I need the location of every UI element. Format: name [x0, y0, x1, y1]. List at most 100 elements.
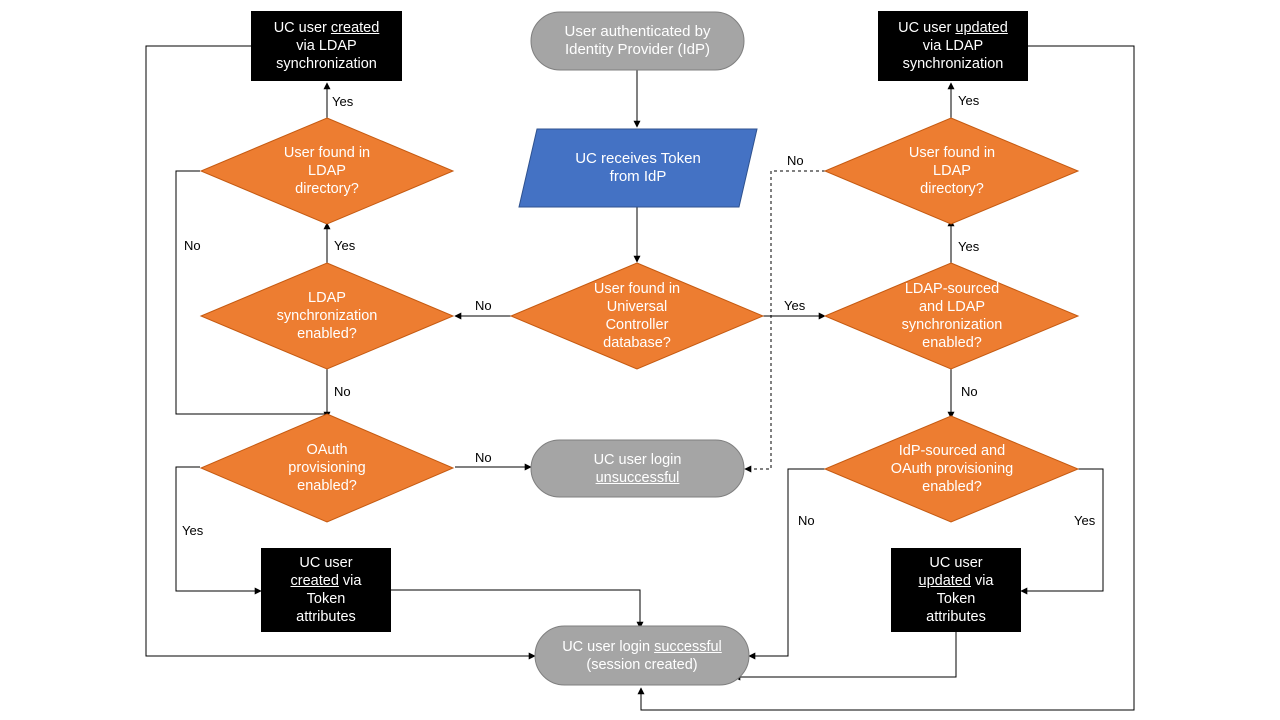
login-unsuccessful-terminal-shape	[530, 439, 745, 498]
edge-created-token-to-success	[391, 589, 644, 629]
node-label-line: enabled?	[891, 478, 1014, 496]
node-label-line: LDAP-sourced	[902, 280, 1003, 298]
label-text: OAuth	[306, 442, 348, 458]
label-text: attributes	[296, 609, 356, 625]
emphasis-text: unsuccessful	[595, 469, 680, 486]
label-text: enabled?	[297, 326, 357, 342]
node-label-line: Token	[291, 590, 362, 608]
node-label-line: created via	[291, 572, 362, 590]
label-text: Token	[306, 591, 346, 607]
node-label-line: synchronization	[277, 307, 378, 325]
label-text: synchronization	[276, 308, 378, 324]
label-text: directory?	[920, 181, 984, 197]
edge-label-sync-no: No	[334, 384, 351, 399]
label-text: and LDAP	[918, 299, 986, 315]
updated-ldap-process-shape	[878, 11, 1028, 81]
node-label-line: User found in	[594, 280, 680, 298]
label-text: User authenticated by	[564, 23, 711, 40]
node-label-line: LDAP	[277, 289, 378, 307]
found-ldap-left-decision-shape	[199, 117, 455, 225]
ldap-sourced-sync-decision-shape	[823, 262, 1080, 370]
node-label-line: synchronization	[274, 55, 380, 73]
label-text: synchronization	[902, 56, 1004, 72]
node-label-line: OAuth	[288, 441, 365, 459]
label-text: UC receives Token	[575, 150, 701, 167]
edge-updated-token-to-success	[733, 632, 957, 681]
node-label-line: User authenticated by	[565, 23, 711, 41]
emphasis-text: successful	[654, 638, 722, 655]
edge-label-db-no: No	[475, 298, 492, 313]
label-text: LDAP	[308, 163, 346, 179]
node-label-line: (session created)	[562, 656, 722, 674]
start-terminal-shape	[530, 11, 745, 71]
label-text: LDAP	[933, 163, 971, 179]
edge-label-sync-yes: Yes	[334, 238, 356, 253]
node-label-line: and LDAP	[902, 298, 1003, 316]
label-text: User found in	[908, 145, 996, 161]
edge-label-idp-no: No	[798, 513, 815, 528]
node-label-line: via LDAP	[274, 37, 380, 55]
edge-label-ldap-right-no: No	[787, 153, 804, 168]
label-text: OAuth provisioning	[890, 461, 1014, 477]
node-label-line: Token	[919, 590, 994, 608]
node-label-line: UC user updated	[898, 19, 1008, 37]
node-label-line: via LDAP	[898, 37, 1008, 55]
emphasis-text: created	[290, 573, 339, 589]
label-text: synchronization	[276, 56, 377, 72]
label-text: synchronization	[901, 317, 1003, 333]
node-label-line: Identity Provider (IdP)	[565, 41, 711, 59]
node-label-line: attributes	[919, 608, 994, 626]
label-text: Token	[936, 591, 976, 607]
idp-oauth-enabled-decision-shape	[823, 415, 1080, 523]
found-ldap-right-decision-shape	[823, 117, 1080, 225]
label-text: via	[338, 573, 362, 589]
node-label-line: UC user created	[274, 19, 380, 37]
edge-label-ldap-right-yes: Yes	[958, 93, 980, 108]
label-text: via	[970, 573, 994, 589]
node-label-line: from IdP	[575, 168, 701, 186]
node-label-line: unsuccessful	[594, 469, 682, 487]
node-label-line: attributes	[291, 608, 362, 626]
node-label-line: User found in	[909, 144, 995, 162]
node-label-line: enabled?	[902, 334, 1003, 352]
label-text: UC user	[898, 20, 956, 36]
node-label: UC user login successful(session created…	[562, 638, 722, 674]
oauth-enabled-decision: OAuth provisioning enabled?	[250, 421, 404, 515]
label-text: enabled?	[297, 478, 357, 494]
created-ldap-process-shape	[251, 11, 402, 81]
node-label-line: User found in	[284, 144, 370, 162]
edge-label-oauth-yes: Yes	[182, 523, 204, 538]
label-text: User found in	[283, 145, 371, 161]
label-text: (session created)	[586, 656, 698, 673]
updated-token-process-shape	[891, 548, 1021, 632]
label-text: UC user login	[593, 451, 682, 468]
label-text: provisioning	[288, 460, 366, 476]
label-text: UC user login	[562, 638, 655, 655]
found-uc-db-decision-shape	[509, 262, 765, 370]
node-label-line: Universal	[594, 298, 680, 316]
emphasis-text: updated	[955, 20, 1008, 36]
label-text: Controller	[605, 317, 669, 333]
node-label-line: UC user login	[594, 451, 682, 469]
node-label-line: updated via	[919, 572, 994, 590]
node-label-line: directory?	[909, 180, 995, 198]
node-label-line: UC receives Token	[575, 150, 701, 168]
edge-idp-no	[748, 468, 825, 660]
edge-label-idp-yes: Yes	[1074, 513, 1096, 528]
node-label-line: directory?	[284, 180, 370, 198]
node-label-line: enabled?	[277, 325, 378, 343]
edge-updated-ldap-to-success	[637, 45, 1135, 711]
node-label-line: LDAP	[284, 162, 370, 180]
label-text: via LDAP	[296, 38, 357, 54]
